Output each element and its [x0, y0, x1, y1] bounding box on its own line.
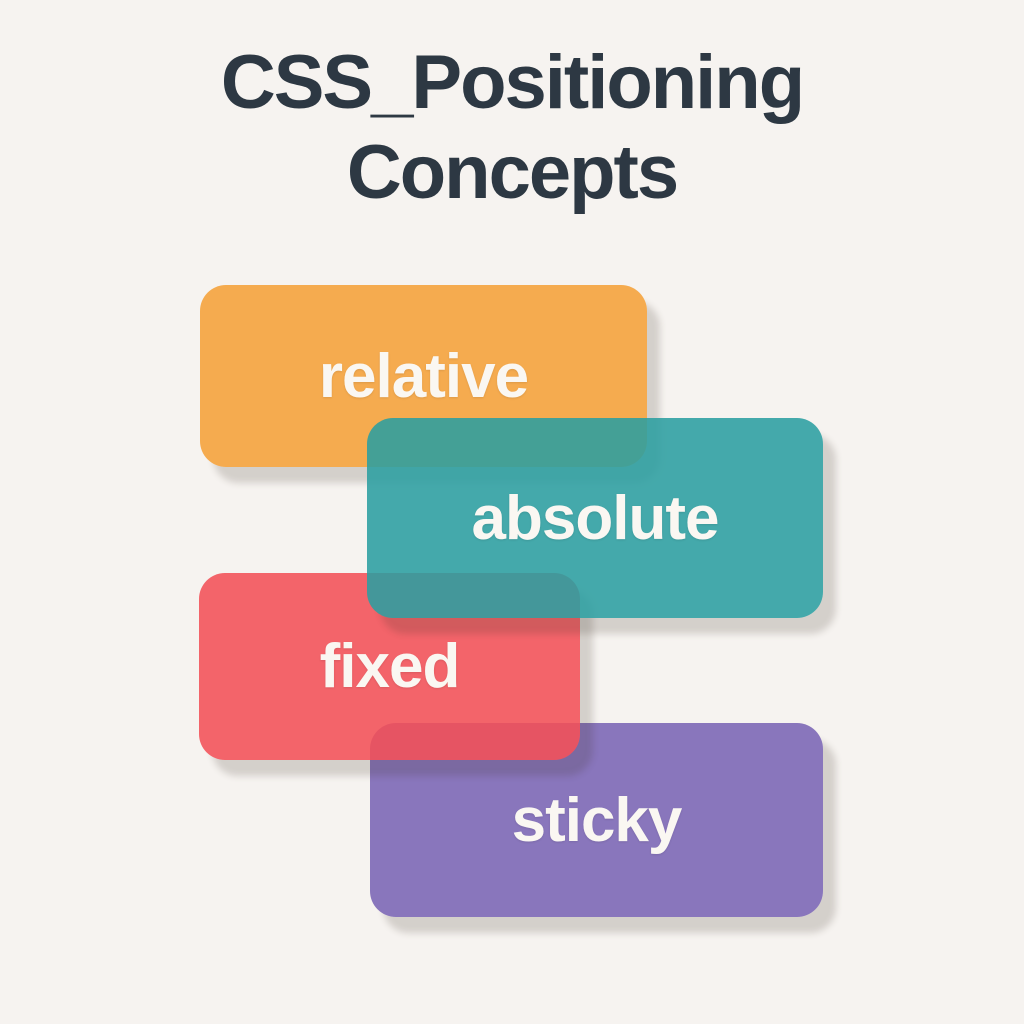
page-title-line2: Concepts	[346, 129, 679, 215]
card-label-absolute: absolute	[471, 483, 720, 553]
card-label-relative: relative	[318, 341, 529, 411]
page-title: CSS_Positioning Concepts	[0, 38, 1024, 217]
card-label-sticky: sticky	[511, 785, 683, 855]
position-card-absolute: absolute	[367, 418, 823, 618]
card-label-fixed: fixed	[319, 632, 461, 701]
page-title-line1: CSS_Positioning	[220, 40, 805, 125]
